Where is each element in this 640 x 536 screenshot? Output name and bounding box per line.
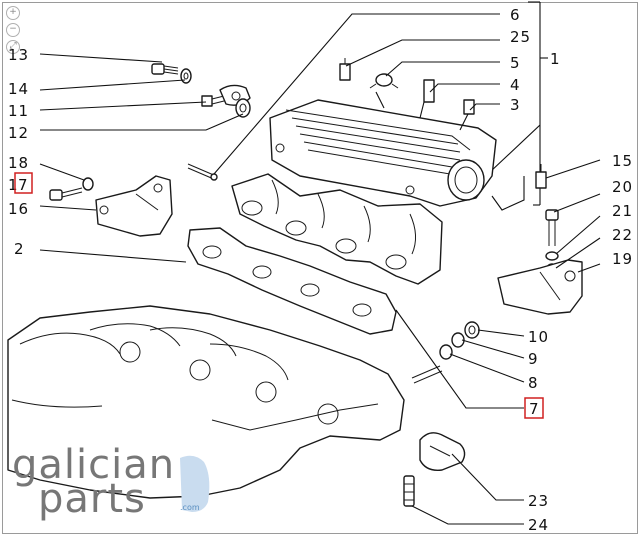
callout-9[interactable]: 9 xyxy=(528,350,539,368)
zoom-in-icon[interactable]: + xyxy=(6,6,20,20)
callout-19[interactable]: 19 xyxy=(612,250,633,268)
part-12-gasket[interactable] xyxy=(235,98,251,118)
callout-20[interactable]: 20 xyxy=(612,178,633,196)
callout-8[interactable]: 8 xyxy=(528,374,539,392)
callout-6[interactable]: 6 xyxy=(510,6,521,24)
svg-text:galician: galician xyxy=(12,442,175,488)
intake-plenum[interactable] xyxy=(269,99,497,207)
bracket-1 xyxy=(489,1,548,206)
galicianparts-logo: galician parts .com xyxy=(12,442,210,522)
part-23-clip[interactable] xyxy=(419,432,466,471)
part-13-bolt[interactable] xyxy=(151,63,179,75)
callout-14[interactable]: 14 xyxy=(8,80,29,98)
callout-labels: 13 14 11 12 18 1 7 16 2 6 25 1 5 4 3 15 … xyxy=(8,6,633,534)
callout-16[interactable]: 16 xyxy=(8,200,29,218)
part-14-washer[interactable] xyxy=(180,68,192,84)
part-7-stud[interactable] xyxy=(411,365,443,384)
part-5-fitting[interactable] xyxy=(369,73,399,89)
callout-25[interactable]: 25 xyxy=(510,28,531,46)
part-20-bolt[interactable] xyxy=(545,209,559,246)
callout-18[interactable]: 18 xyxy=(8,154,29,172)
callout-7-right[interactable]: 7 xyxy=(529,400,540,418)
part-16-bracket[interactable] xyxy=(95,175,173,237)
callout-1[interactable]: 1 xyxy=(550,50,561,68)
leader-lines xyxy=(39,13,601,525)
callout-7-left[interactable]: 7 xyxy=(18,176,29,194)
callout-21[interactable]: 21 xyxy=(612,202,633,220)
callout-4[interactable]: 4 xyxy=(510,76,521,94)
intake-runners[interactable] xyxy=(231,173,443,285)
callout-11[interactable]: 11 xyxy=(8,102,29,120)
callout-10[interactable]: 10 xyxy=(528,328,549,346)
callout-5[interactable]: 5 xyxy=(510,54,521,72)
part-9-washer[interactable] xyxy=(451,332,465,348)
svg-text:parts: parts xyxy=(38,476,146,522)
callout-7-right-highlight xyxy=(524,397,544,419)
callout-12[interactable]: 12 xyxy=(8,124,29,142)
fit-icon[interactable]: ⤢ xyxy=(6,40,20,54)
callout-2[interactable]: 2 xyxy=(14,240,25,258)
part-24-stud[interactable] xyxy=(403,475,415,507)
part-6-long-stud[interactable] xyxy=(187,163,218,181)
zoom-toolbar: + − ⤢ xyxy=(6,6,20,57)
callout-15[interactable]: 15 xyxy=(612,152,633,170)
callout-13[interactable]: 13 xyxy=(8,46,29,64)
part-2-manifold-gasket[interactable] xyxy=(187,227,397,335)
part-21-washer[interactable] xyxy=(545,251,559,261)
callout-23[interactable]: 23 xyxy=(528,492,549,510)
part-15-sensor[interactable] xyxy=(535,164,547,189)
callout-24[interactable]: 24 xyxy=(528,516,549,534)
cylinder-head[interactable] xyxy=(7,305,405,499)
part-19-bracket[interactable] xyxy=(497,259,583,315)
part-4-fitting[interactable] xyxy=(423,79,435,103)
zoom-out-icon[interactable]: − xyxy=(6,23,20,37)
callout-7-left-highlight xyxy=(14,172,33,194)
callout-3[interactable]: 3 xyxy=(510,96,521,114)
part-17-bolt[interactable] xyxy=(49,187,83,201)
part-8-washer[interactable] xyxy=(439,344,453,360)
svg-text:.com: .com xyxy=(180,503,200,512)
part-3-fitting[interactable] xyxy=(463,99,475,115)
part-25-fitting[interactable] xyxy=(339,58,351,81)
callout-22[interactable]: 22 xyxy=(612,226,633,244)
callout-17-prefix: 1 xyxy=(8,176,19,194)
part-10-nut[interactable] xyxy=(464,321,480,339)
part-18-nut[interactable] xyxy=(82,177,94,191)
